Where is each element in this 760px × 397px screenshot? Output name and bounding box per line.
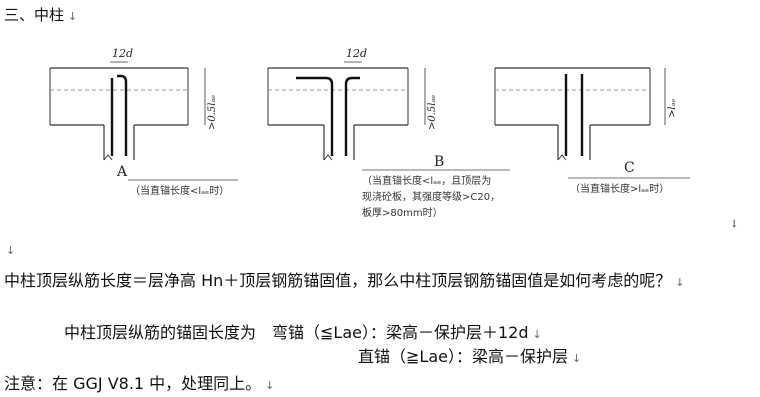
anchorage-line-straight: 直锚（≧Lae）：梁高－保护层↓ xyxy=(358,346,581,370)
paragraph-1-text: 中柱顶层纵筋长度＝层净高 Hn＋顶层钢筋锚固值，那么中柱顶层钢筋锚固值是如何考虑… xyxy=(4,271,672,290)
return-mark-icon: ↓ xyxy=(532,328,542,341)
return-mark-icon: ↓ xyxy=(571,352,582,365)
paragraph-1: 中柱顶层纵筋长度＝层净高 Hn＋顶层钢筋锚固值，那么中柱顶层钢筋锚固值是如何考虑… xyxy=(4,270,756,294)
return-mark-icon: ↓ xyxy=(730,219,738,230)
side-label-b: >0.5lₐₑ xyxy=(427,95,438,130)
side-label-c: >lₐₑ xyxy=(667,99,678,118)
label-b: B xyxy=(434,154,444,170)
side-label-a: >0.5lₐₑ xyxy=(207,95,218,130)
label-c: C xyxy=(624,160,635,176)
note-text: 注意：在 GGJ V8.1 中，处理同上。 xyxy=(4,374,262,393)
caption-a: （当直锚长度<lₐₑ时） xyxy=(130,184,229,197)
caption-b-line1: （当直锚长度<lₐₑ，且顶层为 xyxy=(362,174,491,187)
dim-12d-b: 12d xyxy=(346,47,367,60)
column-anchorage-diagrams: 12d >0.5lₐₑ A （当直锚长度<lₐₑ时） 12d >0.5lₐₑ B… xyxy=(49,47,738,230)
anchorage-line-bent: 中柱顶层纵筋的锚固长度为 弯锚（≦Lae）：梁高－保护层＋12d↓ xyxy=(64,322,542,346)
diagram-c: >lₐₑ C （当直锚长度>lₐₑ时） xyxy=(494,67,690,195)
return-mark-icon: ↓ xyxy=(265,379,275,392)
return-mark-icon: ↓ xyxy=(6,244,16,257)
dim-12d-a: 12d xyxy=(112,47,133,60)
anchorage-line-straight-text: 直锚（≧Lae）：梁高－保护层 xyxy=(358,347,568,366)
diagram-b: 12d >0.5lₐₑ B （当直锚长度<lₐₑ，且顶层为 现浇砼板，其强度等级… xyxy=(267,47,510,219)
return-mark-icon: ↓ xyxy=(68,10,78,23)
section-heading: 三、中柱↓ xyxy=(4,4,77,25)
caption-b-line3: 板厚>80mm时） xyxy=(362,206,443,219)
label-a: A xyxy=(116,164,128,180)
return-mark-icon: ↓ xyxy=(675,276,685,289)
caption-c: （当直锚长度>lₐₑ时） xyxy=(570,182,669,195)
diagram-a: 12d >0.5lₐₑ A （当直锚长度<lₐₑ时） xyxy=(49,47,238,197)
anchorage-line-bent-text: 中柱顶层纵筋的锚固长度为 弯锚（≦Lae）：梁高－保护层＋12d xyxy=(64,323,529,342)
caption-b-line2: 现浇砼板，其强度等级>C20， xyxy=(362,190,500,203)
section-heading-text: 三、中柱 xyxy=(4,6,65,24)
note-line: 注意：在 GGJ V8.1 中，处理同上。↓ xyxy=(4,373,274,397)
